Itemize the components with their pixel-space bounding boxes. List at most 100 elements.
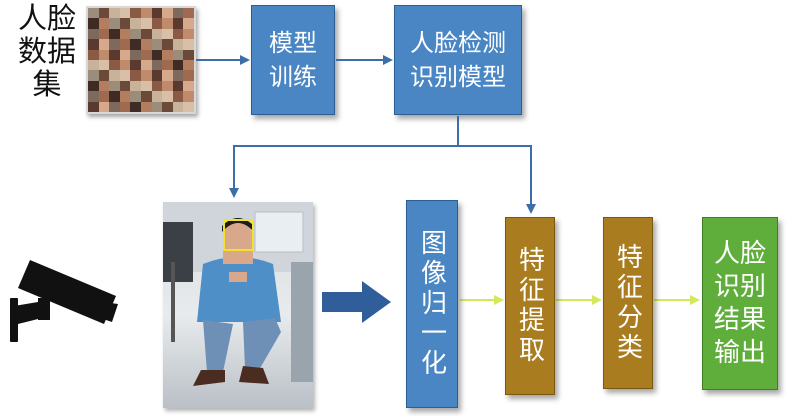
face-thumbnail bbox=[172, 91, 184, 102]
face-thumbnail bbox=[162, 18, 173, 29]
stage-recognition-output: 人脸识别结果输出 bbox=[702, 217, 778, 390]
face-thumbnail bbox=[141, 18, 152, 29]
face-thumbnail bbox=[151, 49, 163, 60]
face-thumbnail bbox=[141, 91, 152, 102]
face-thumbnail bbox=[183, 18, 194, 29]
face-thumbnail bbox=[98, 70, 110, 81]
stage-feature-classification: 特征分类 bbox=[603, 217, 653, 389]
face-thumbnail bbox=[183, 101, 194, 112]
face-thumbnail bbox=[119, 91, 131, 102]
face-thumbnail bbox=[130, 39, 141, 50]
face-thumbnail bbox=[88, 8, 99, 19]
face-thumbnail bbox=[88, 59, 99, 71]
face-thumbnail bbox=[141, 8, 152, 19]
face-thumbnail bbox=[109, 8, 120, 19]
face-thumbnail bbox=[98, 101, 110, 112]
face-thumbnail bbox=[88, 18, 99, 29]
face-thumbnail bbox=[130, 59, 141, 71]
face-thumbnail bbox=[172, 70, 184, 81]
face-thumbnail bbox=[141, 49, 152, 60]
dataset-label-line-1: 人脸 bbox=[18, 1, 77, 35]
detection-model-box: 人脸检测 识别模型 bbox=[394, 5, 522, 115]
face-thumbnail bbox=[151, 80, 163, 92]
face-thumbnail bbox=[141, 70, 152, 81]
face-thumbnail bbox=[172, 80, 184, 92]
face-thumbnail bbox=[119, 18, 131, 29]
face-thumbnail bbox=[98, 8, 110, 19]
face-thumbnail bbox=[109, 70, 120, 81]
face-thumbnail bbox=[119, 49, 131, 60]
face-thumbnail bbox=[119, 39, 131, 50]
person-illustration bbox=[163, 202, 313, 386]
face-thumbnail bbox=[130, 28, 141, 40]
face-thumbnail bbox=[151, 70, 163, 81]
face-dataset-image bbox=[86, 6, 196, 114]
face-thumbnail bbox=[109, 91, 120, 102]
face-thumbnail bbox=[109, 18, 120, 29]
face-thumbnail bbox=[119, 59, 131, 71]
face-thumbnail bbox=[88, 91, 99, 102]
stage-image-normalization: 图像归一化 bbox=[406, 200, 458, 408]
face-thumbnail bbox=[151, 8, 163, 19]
face-thumbnail bbox=[88, 49, 99, 60]
face-thumbnail bbox=[151, 39, 163, 50]
face-thumbnail bbox=[162, 91, 173, 102]
face-thumbnail bbox=[98, 39, 110, 50]
face-thumbnail bbox=[151, 59, 163, 71]
face-thumbnail bbox=[130, 80, 141, 92]
face-thumbnail bbox=[141, 28, 152, 40]
face-thumbnail bbox=[88, 70, 99, 81]
face-thumbnail bbox=[98, 18, 110, 29]
face-thumbnail bbox=[183, 80, 194, 92]
face-thumbnail bbox=[183, 28, 194, 40]
face-thumbnail bbox=[119, 80, 131, 92]
face-thumbnail bbox=[109, 28, 120, 40]
face-thumbnail bbox=[183, 8, 194, 19]
face-thumbnail bbox=[162, 49, 173, 60]
face-thumbnail bbox=[130, 91, 141, 102]
stage-recognition-output-text: 人脸识别结果输出 bbox=[713, 238, 766, 368]
face-thumbnail bbox=[183, 49, 194, 60]
arrow-model-to-photo bbox=[229, 116, 459, 198]
face-thumbnail bbox=[88, 39, 99, 50]
model-training-line-1: 模型 bbox=[269, 29, 317, 57]
face-thumbnail bbox=[119, 70, 131, 81]
face-thumbnail bbox=[162, 70, 173, 81]
face-thumbnail bbox=[130, 101, 141, 112]
face-thumbnail bbox=[162, 80, 173, 92]
face-thumbnail bbox=[172, 18, 184, 29]
security-camera-icon bbox=[10, 260, 118, 342]
face-thumbnail bbox=[98, 91, 110, 102]
face-detection-box bbox=[223, 219, 254, 251]
face-thumbnail bbox=[98, 80, 110, 92]
face-thumbnail bbox=[98, 59, 110, 71]
face-thumbnail bbox=[88, 101, 99, 112]
face-thumbnail bbox=[109, 80, 120, 92]
dataset-label: 人脸 数据 集 bbox=[18, 2, 76, 101]
face-thumbnail bbox=[119, 28, 131, 40]
face-thumbnail bbox=[130, 49, 141, 60]
face-thumbnail bbox=[109, 101, 120, 112]
face-thumbnail bbox=[98, 49, 110, 60]
arrow-model-to-feature-extraction bbox=[458, 145, 536, 214]
face-thumbnail bbox=[183, 91, 194, 102]
arrow-photo-to-normalization bbox=[322, 281, 391, 323]
seated-person-photo bbox=[163, 202, 313, 408]
detection-model-line-1: 人脸检测 bbox=[410, 29, 506, 57]
face-thumbnail bbox=[151, 18, 163, 29]
face-thumbnail bbox=[130, 8, 141, 19]
face-thumbnail bbox=[172, 59, 184, 71]
face-thumbnail bbox=[141, 39, 152, 50]
face-thumbnail bbox=[151, 101, 163, 112]
dataset-label-line-3: 集 bbox=[32, 67, 62, 101]
detection-model-line-2: 识别模型 bbox=[410, 63, 506, 91]
face-thumbnail bbox=[183, 70, 194, 81]
face-thumbnail bbox=[162, 28, 173, 40]
face-thumbnail bbox=[141, 101, 152, 112]
face-thumbnail bbox=[130, 70, 141, 81]
face-thumbnail bbox=[130, 18, 141, 29]
face-thumbnail bbox=[151, 91, 163, 102]
face-thumbnail bbox=[162, 39, 173, 50]
face-thumbnail bbox=[109, 59, 120, 71]
face-thumbnail bbox=[109, 49, 120, 60]
